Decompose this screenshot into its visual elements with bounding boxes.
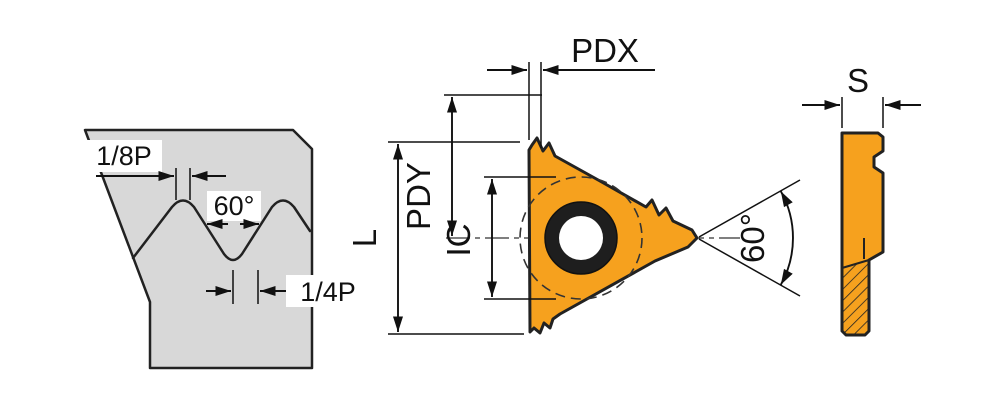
pdx-dimension: PDX [487,32,655,148]
thickness-dimension: S [802,62,921,128]
insert-front-view: PDX L PDY IC 60° [346,32,801,335]
ic-dimension: IC [440,176,556,300]
length-label: L [346,229,383,247]
thread-angle-annotation: 60° [207,191,261,229]
root-width-label: 1/4P [300,277,356,307]
label-backdrop [286,275,370,307]
pdx-label: PDX [571,32,639,69]
length-dimension: L [346,141,524,335]
thread-form-line [131,199,312,262]
pdy-dimension: PDY [400,94,542,236]
crest-width-label: 1/8P [96,141,152,171]
thread-angle-label: 60° [214,191,255,221]
tip-angle-annotation: 60° [698,179,801,297]
ic-label: IC [440,224,477,257]
pdy-label: PDY [400,162,437,230]
workpiece-body [83,128,314,370]
label-backdrop [207,191,261,221]
side-section-hatch [841,258,870,336]
tip-angle-label: 60° [734,213,771,263]
thickness-label: S [847,62,869,99]
insert-side-view: S [802,62,921,337]
root-width-dimension: 1/4P [206,270,370,307]
hole [559,216,603,260]
inscribed-circle [519,176,643,300]
crest-width-dimension: 1/8P [86,140,226,200]
thread-profile-view: 1/8P 60° 1/4P [83,128,370,370]
label-backdrop [86,140,162,172]
